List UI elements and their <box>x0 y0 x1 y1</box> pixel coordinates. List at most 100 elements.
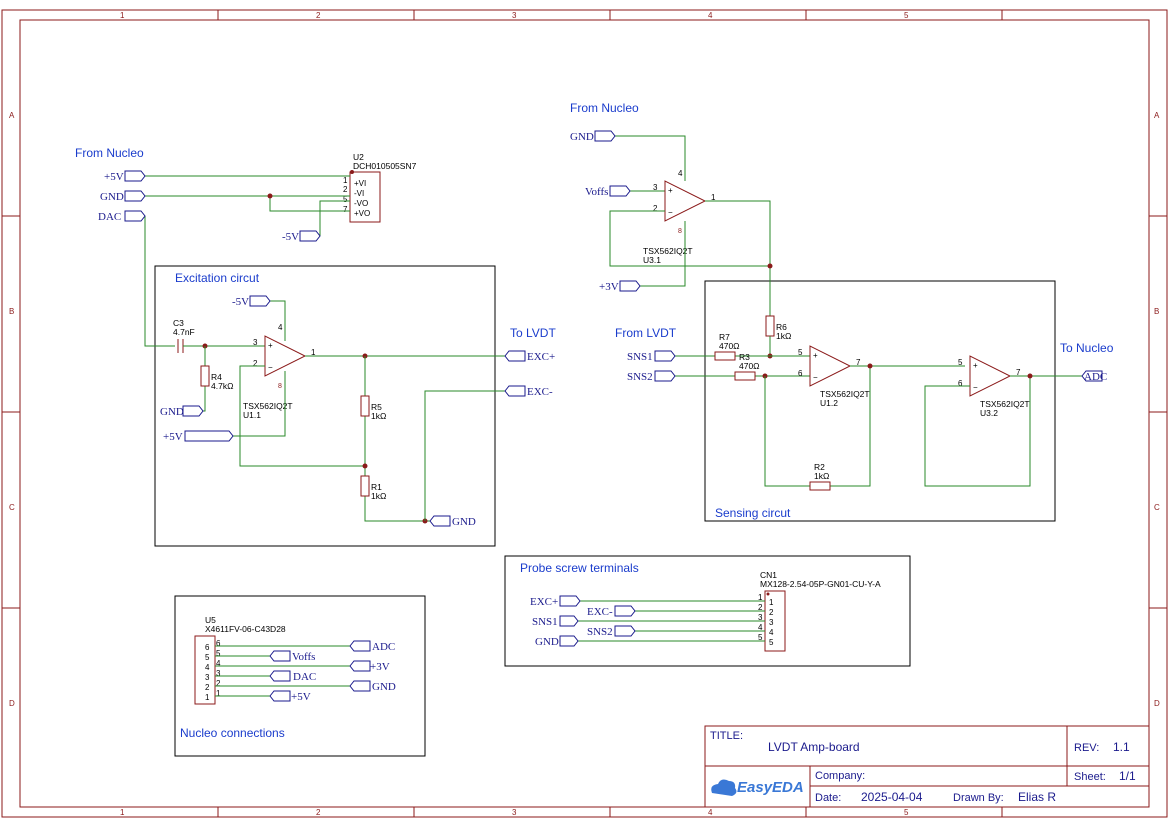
from-nucleo-top-label: From Nucleo <box>570 101 639 115</box>
svg-text:6: 6 <box>798 369 803 378</box>
net-excp-probe: EXC+ <box>530 595 581 608</box>
svg-text:1: 1 <box>343 176 348 185</box>
sensing-box <box>704 280 1056 522</box>
net-adc-out: ADC <box>1081 370 1107 383</box>
net-flags: +5V GND DAC -5V -5V GND +5V EXC+ <box>98 130 1107 703</box>
easyeda-logo: EasyEDA <box>711 779 804 796</box>
svg-text:R7: R7 <box>719 332 730 342</box>
svg-text:4: 4 <box>278 323 283 332</box>
title-label: TITLE: <box>710 730 743 742</box>
u32-opamp: + − 5 6 7 TSX562IQ2T U3.2 <box>958 355 1030 418</box>
svg-text:4: 4 <box>216 659 221 668</box>
zone-col-1-bottom: 1 <box>120 808 125 817</box>
svg-text:−: − <box>973 383 978 392</box>
u2-dcdc: U2 DCH010505SN7 +VI -VI -VO +VO 1 2 5 7 <box>343 152 417 223</box>
svg-text:EXC-: EXC- <box>587 606 613 618</box>
r4-resistor: R4 4.7kΩ <box>200 365 233 391</box>
svg-text:EXC+: EXC+ <box>527 351 555 363</box>
svg-text:5: 5 <box>343 195 348 204</box>
svg-text:1kΩ: 1kΩ <box>371 411 386 421</box>
svg-text:1kΩ: 1kΩ <box>371 491 386 501</box>
net-gnd-probe: GND <box>535 635 579 648</box>
svg-text:+5V: +5V <box>104 171 124 183</box>
svg-text:3: 3 <box>758 613 763 622</box>
svg-text:1: 1 <box>769 598 774 607</box>
zone-col-5-bottom: 5 <box>904 808 909 817</box>
net-p3v-u31: +3V <box>599 280 641 293</box>
u11-opamp: + − 3 2 1 4 8 TSX562IQ2T U1.1 <box>243 323 316 420</box>
net-p5v-top: +5V <box>104 170 146 183</box>
zone-col-1: 1 <box>120 11 125 20</box>
net-n5v-exc: -5V <box>232 295 271 308</box>
zone-col-3-bottom: 3 <box>512 808 517 817</box>
excitation-label: Excitation circut <box>175 271 260 285</box>
net-gnd-top: GND <box>100 190 146 203</box>
svg-text:1: 1 <box>758 593 763 602</box>
zone-row-b: B <box>9 307 14 316</box>
svg-text:4: 4 <box>678 169 683 178</box>
svg-text:1: 1 <box>311 348 316 357</box>
svg-text:EXC-: EXC- <box>527 386 553 398</box>
sheet-value: 1/1 <box>1119 769 1136 783</box>
svg-text:GND: GND <box>372 681 396 693</box>
svg-text:+5V: +5V <box>163 431 183 443</box>
svg-text:+VO: +VO <box>354 209 370 218</box>
svg-text:U3.1: U3.1 <box>643 255 661 265</box>
svg-text:CN1: CN1 <box>760 570 777 580</box>
net-p5v-exc: +5V <box>163 430 234 443</box>
svg-text:+: + <box>813 351 818 360</box>
svg-text:4.7kΩ: 4.7kΩ <box>211 381 233 391</box>
net-excm: EXC- <box>504 385 553 398</box>
svg-text:4: 4 <box>769 628 774 637</box>
svg-text:6: 6 <box>205 643 210 652</box>
from-nucleo-left-label: From Nucleo <box>75 146 144 160</box>
zone-row-d-right: D <box>1154 699 1160 708</box>
from-lvdt-label: From LVDT <box>615 326 677 340</box>
svg-text:DAC: DAC <box>293 671 316 683</box>
r7-resistor: R7 470Ω <box>714 332 740 361</box>
rev-value: 1.1 <box>1113 740 1130 754</box>
net-gnd-exc: GND <box>160 405 204 418</box>
zone-col-2-bottom: 2 <box>316 808 321 817</box>
net-n5v-u2: -5V <box>282 230 321 243</box>
svg-text:5: 5 <box>769 638 774 647</box>
net-excp: EXC+ <box>504 350 555 363</box>
svg-text:-5V: -5V <box>282 231 299 243</box>
net-gnd-exc-bottom: GND <box>429 515 476 528</box>
zone-row-a: A <box>9 111 15 120</box>
svg-text:2: 2 <box>758 603 763 612</box>
svg-text:Voffs: Voffs <box>292 651 315 663</box>
probe-box <box>504 555 911 667</box>
svg-text:-VO: -VO <box>354 199 368 208</box>
svg-text:TSX562IQ2T: TSX562IQ2T <box>820 389 870 399</box>
drawn-value: Elias R <box>1018 790 1056 804</box>
net-gnd-u31: GND <box>570 130 616 143</box>
svg-text:R5: R5 <box>371 402 382 412</box>
zone-col-4-bottom: 4 <box>708 808 713 817</box>
svg-text:GND: GND <box>570 131 594 143</box>
svg-text:SNS1: SNS1 <box>627 351 653 363</box>
svg-text:−: − <box>268 363 273 372</box>
title-value: LVDT Amp-board <box>768 740 860 754</box>
zone-col-3: 3 <box>512 11 517 20</box>
zone-row-c-right: C <box>1154 503 1160 512</box>
r5-resistor: R5 1kΩ <box>360 395 386 421</box>
svg-text:X4611FV-06-C43D28: X4611FV-06-C43D28 <box>205 624 286 634</box>
excitation-box <box>154 265 496 547</box>
svg-text:5: 5 <box>205 653 210 662</box>
svg-text:TSX562IQ2T: TSX562IQ2T <box>643 246 693 256</box>
svg-text:Voffs: Voffs <box>585 186 608 198</box>
svg-text:3: 3 <box>253 338 258 347</box>
svg-text:1: 1 <box>216 689 221 698</box>
svg-text:GND: GND <box>100 191 124 203</box>
zone-row-b-right: B <box>1154 307 1159 316</box>
svg-text:+: + <box>973 361 978 370</box>
net-dac-left: DAC <box>98 210 146 223</box>
zone-row-c: C <box>9 503 15 512</box>
svg-text:5: 5 <box>758 633 763 642</box>
svg-text:-VI: -VI <box>354 189 364 198</box>
svg-text:4: 4 <box>758 623 763 632</box>
svg-text:2: 2 <box>205 683 210 692</box>
svg-text:1: 1 <box>711 193 716 202</box>
